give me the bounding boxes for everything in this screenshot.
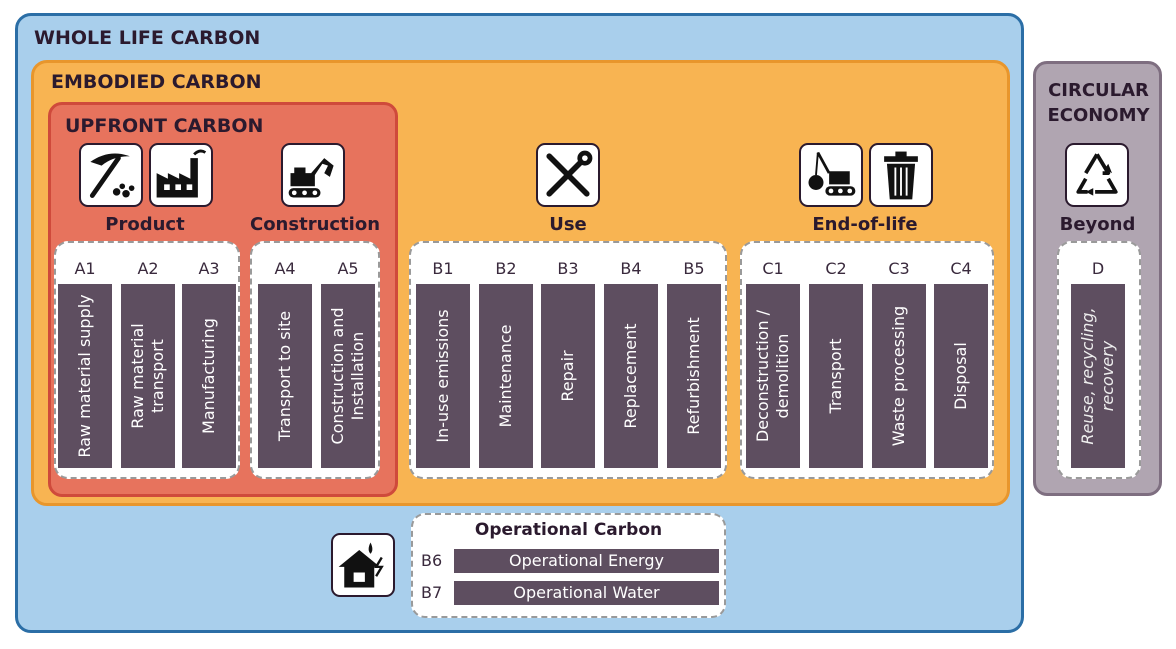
stage-code: B1 <box>432 259 454 278</box>
stage-bar-d: Reuse, recycling, recovery <box>1071 284 1125 468</box>
operational-water-bar: Operational Water <box>454 581 719 605</box>
group-label-end-of-life: End-of-life <box>812 214 918 235</box>
stage-bar-c3: Waste processing <box>872 284 926 468</box>
stage-code: A4 <box>274 259 296 278</box>
stage-code: B5 <box>683 259 705 278</box>
stage-code: B4 <box>620 259 642 278</box>
trash-bin-icon <box>869 143 933 207</box>
stage-bar-a5: Construction and Installation <box>321 284 375 468</box>
whole-life-carbon-title: WHOLE LIFE CARBON <box>34 27 261 49</box>
stage-bar-a3: Manufacturing <box>182 284 236 468</box>
operational-carbon-title: Operational Carbon <box>474 520 663 540</box>
stage-label: Construction and Installation <box>328 307 367 445</box>
circular-economy-title: CIRCULAR ECONOMY <box>1036 78 1161 128</box>
stage-code: B2 <box>495 259 517 278</box>
stage-code: C1 <box>762 259 784 278</box>
demolition-icon <box>799 143 863 207</box>
stage-code: B3 <box>557 259 579 278</box>
stage-label: Waste processing <box>889 305 908 447</box>
upfront-carbon-title: UPFRONT CARBON <box>65 115 264 137</box>
stage-label: Reuse, recycling, recovery <box>1078 307 1117 445</box>
stage-bar-c4: Disposal <box>934 284 988 468</box>
group-label-use: Use <box>549 214 587 235</box>
stage-label: Raw material supply <box>75 294 94 458</box>
stage-label: Transport <box>826 338 845 414</box>
stage-label: Raw material transport <box>128 323 167 429</box>
stage-bar-b4: Replacement <box>604 284 658 468</box>
stage-code: C4 <box>950 259 972 278</box>
stage-label: Transport to site <box>275 310 294 442</box>
stage-bar-b1: In-use emissions <box>416 284 470 468</box>
stage-label: Replacement <box>621 323 640 429</box>
stage-label: In-use emissions <box>433 309 452 443</box>
stage-label: Repair <box>558 350 577 402</box>
factory-icon <box>149 143 213 207</box>
stage-code: C3 <box>888 259 910 278</box>
stage-bar-c2: Transport <box>809 284 863 468</box>
operational-energy-bar: Operational Energy <box>454 549 719 573</box>
operational-code-b7: B7 <box>421 583 443 602</box>
stage-label: Manufacturing <box>199 318 218 434</box>
stage-code: C2 <box>825 259 847 278</box>
stage-code: A2 <box>137 259 159 278</box>
circular-title-line1: CIRCULAR <box>1048 80 1149 101</box>
stage-bar-b3: Repair <box>541 284 595 468</box>
stage-bar-b2: Maintenance <box>479 284 533 468</box>
stage-bar-b5: Refurbishment <box>667 284 721 468</box>
stage-label: Disposal <box>951 342 970 410</box>
stage-bar-a2: Raw material transport <box>121 284 175 468</box>
stage-code: A3 <box>198 259 220 278</box>
stage-bar-a4: Transport to site <box>258 284 312 468</box>
recycle-icon <box>1065 143 1129 207</box>
stage-code: A5 <box>337 259 359 278</box>
stage-code: A1 <box>74 259 96 278</box>
embodied-carbon-title: EMBODIED CARBON <box>51 71 262 93</box>
stage-bar-a1: Raw material supply <box>58 284 112 468</box>
excavator-icon <box>281 143 345 207</box>
stage-label: Refurbishment <box>684 317 703 435</box>
group-label-beyond: Beyond <box>1059 214 1136 235</box>
circular-title-line2: ECONOMY <box>1047 105 1150 126</box>
stage-label: Deconstruction / demolition <box>753 309 792 443</box>
house-utility-icon <box>331 533 395 597</box>
group-label-product: Product <box>105 214 185 235</box>
tools-icon <box>536 143 600 207</box>
stage-label: Maintenance <box>496 324 515 428</box>
group-label-construction: Construction <box>249 214 381 235</box>
stage-code: D <box>1091 259 1105 278</box>
operational-code-b6: B6 <box>421 551 443 570</box>
stage-bar-c1: Deconstruction / demolition <box>746 284 800 468</box>
pickaxe-icon <box>79 143 143 207</box>
